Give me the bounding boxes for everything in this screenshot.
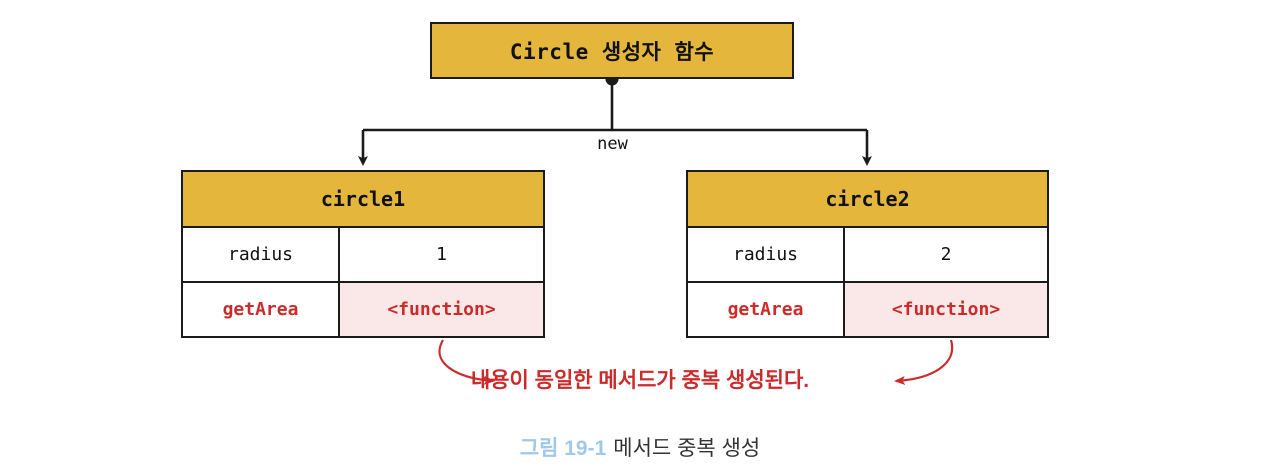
instance-name-circle1: circle1 [320, 187, 406, 211]
instance-name-circle2: circle2 [825, 187, 910, 211]
instance-header-circle2: circle2 [688, 172, 1047, 228]
property-value-getarea-circle2: <function> [845, 283, 1047, 336]
figure-caption: 그림 19-1 메서드 중복 생성 [0, 432, 1280, 462]
table-row: getArea <function> [688, 283, 1047, 336]
caption-title: 메서드 중복 생성 [613, 437, 761, 460]
caption-number: 그림 19-1 [519, 437, 607, 460]
edge-label-new: new [597, 134, 628, 154]
table-row: radius 2 [688, 228, 1047, 283]
instance-table-circle2[interactable]: circle2 radius 2 getArea <function> [686, 170, 1049, 338]
annotation-arrow-right [894, 339, 954, 385]
property-key-getarea-circle2: getArea [688, 283, 845, 336]
property-value-radius-circle2: 2 [845, 228, 1047, 281]
property-value-getarea-circle1: <function> [340, 283, 543, 336]
table-row: getArea <function> [183, 283, 543, 336]
annotation-label: 내용이 동일한 메서드가 중복 생성된다. [470, 369, 810, 392]
property-key-getarea-circle1: getArea [183, 283, 340, 336]
constructor-function-label: Circle 생성자 함수 [509, 39, 715, 64]
table-row: radius 1 [183, 228, 543, 283]
instance-table-circle1[interactable]: circle1 radius 1 getArea <function> [181, 170, 545, 338]
instance-header-circle1: circle1 [183, 172, 543, 228]
property-key-radius-circle1: radius [183, 228, 340, 281]
constructor-function-node[interactable]: Circle 생성자 함수 [430, 22, 794, 79]
property-value-radius-circle1: 1 [340, 228, 543, 281]
property-key-radius-circle2: radius [688, 228, 845, 281]
